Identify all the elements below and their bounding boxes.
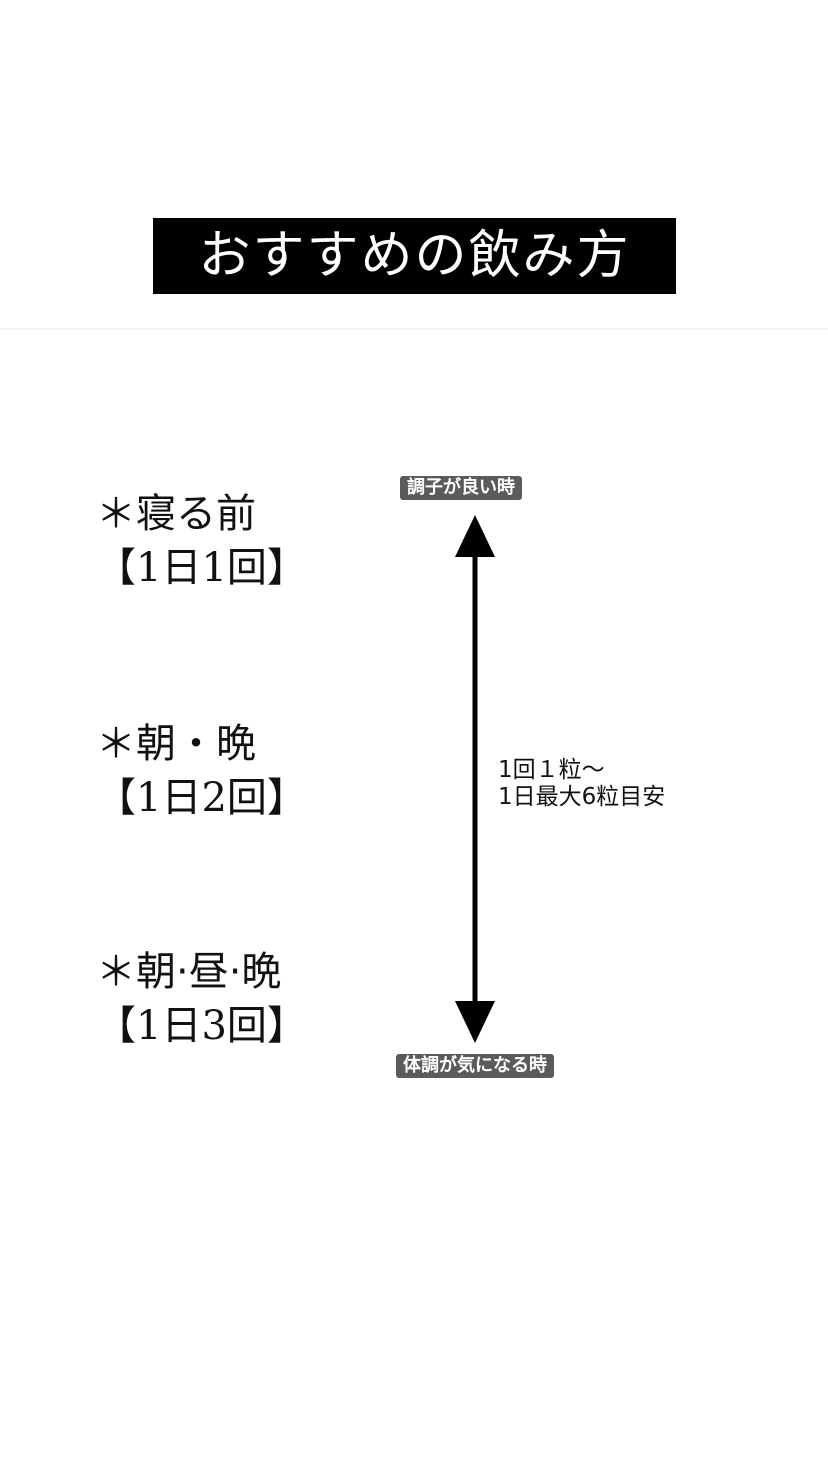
dose-timing-label: ＊朝·昼·晩 (96, 949, 282, 995)
arrow-up-head (455, 515, 495, 557)
dose-option-three-times: ＊朝·昼·晩 【1日3回】 (96, 948, 396, 1052)
dosage-note-line-1: 1回１粒〜 (498, 757, 605, 783)
dose-option-morning-evening: ＊朝・晩 【1日2回】 (96, 720, 396, 824)
title-banner: おすすめの飲み方 (153, 218, 676, 294)
dose-timing-label: ＊寝る前 (96, 491, 256, 537)
dose-frequency-label: 【1日1回】 (96, 545, 307, 591)
divider (0, 328, 828, 330)
dose-option-bedtime: ＊寝る前 【1日1回】 (96, 490, 396, 594)
arrow-down-head (455, 1001, 495, 1043)
scale-top-tag: 調子が良い時 (400, 476, 522, 500)
double-arrow-icon (455, 515, 495, 1043)
dosage-note-line-2: 1日最大6粒目安 (498, 784, 666, 810)
scale-bottom-tag: 体調が気になる時 (396, 1054, 554, 1078)
dose-frequency-label: 【1日2回】 (96, 775, 307, 821)
dose-timing-label: ＊朝・晩 (96, 721, 256, 767)
dosage-note: 1回１粒〜 1日最大6粒目安 (498, 757, 665, 811)
arrow-shaft (472, 555, 478, 1005)
page-title: おすすめの飲み方 (198, 226, 631, 286)
dose-frequency-label: 【1日3回】 (96, 1003, 307, 1049)
